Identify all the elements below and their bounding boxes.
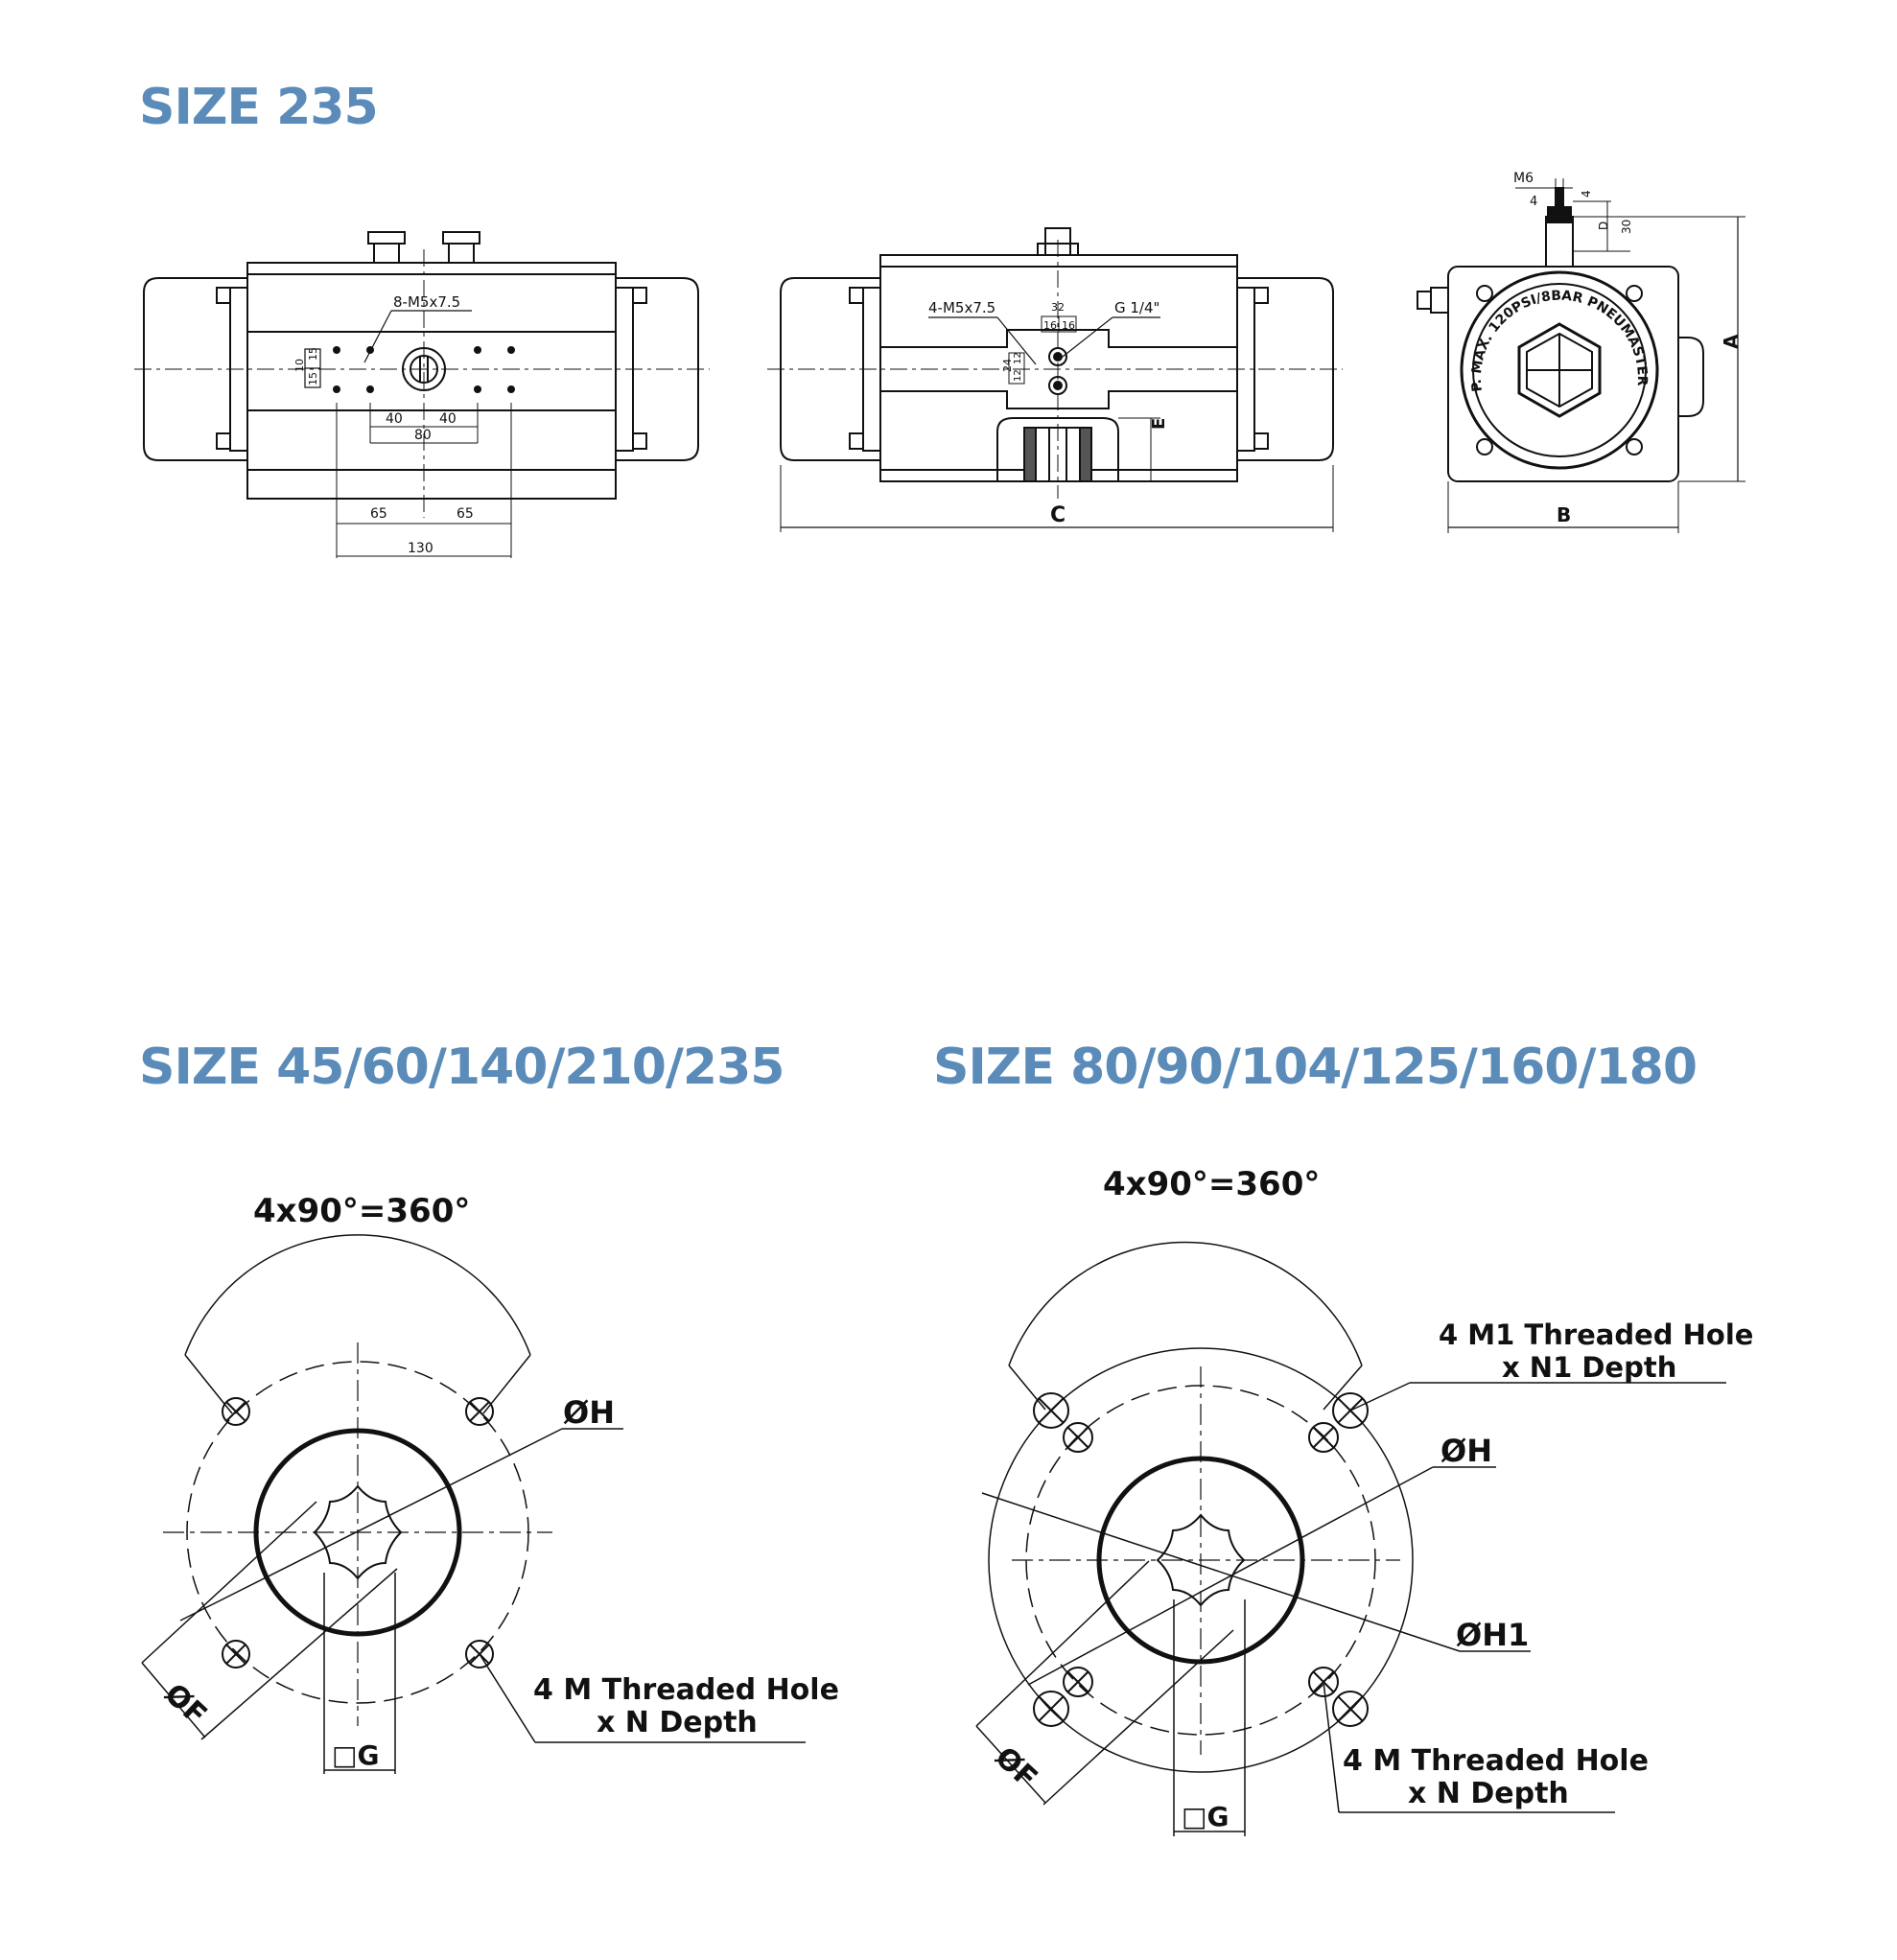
right-note-line2: x N Depth bbox=[1408, 1777, 1569, 1810]
heading-size-235: SIZE 235 bbox=[139, 79, 379, 136]
left-note-line2: x N Depth bbox=[597, 1706, 758, 1739]
dim-130: 130 bbox=[408, 541, 433, 556]
right-note-line1: 4 M Threaded Hole bbox=[1343, 1744, 1649, 1778]
left-flange-labels: 4x90°=360° ØH ØF □G 4 M Threaded Hole x … bbox=[158, 1192, 839, 1771]
left-flange bbox=[141, 1234, 806, 1774]
dim-12-bottom: 12 bbox=[1013, 369, 1023, 382]
dim-10: 10 bbox=[293, 359, 306, 372]
dim-c: C bbox=[1050, 503, 1066, 527]
left-note-line1: 4 M Threaded Hole bbox=[533, 1673, 839, 1707]
right-flange-labels: 4x90°=360° 4 M1 Threaded Hole x N1 Depth… bbox=[989, 1165, 1754, 1832]
right-note1-line2: x N1 Depth bbox=[1502, 1351, 1676, 1384]
end-view-labels: M6 4 4 D 30 A B P. MAX. 120PSI/8BAR PNEU… bbox=[1469, 171, 1743, 526]
heading-size-dual-flange: SIZE 80/90/104/125/160/180 bbox=[933, 1038, 1698, 1096]
front-view bbox=[134, 231, 710, 558]
left-angle-label: 4x90°=360° bbox=[253, 1192, 470, 1230]
left-square-g: □G bbox=[332, 1739, 379, 1771]
dim-12-top: 12 bbox=[1013, 352, 1023, 364]
left-dia-h: ØH bbox=[563, 1394, 615, 1431]
dim-65-left: 65 bbox=[370, 506, 387, 522]
right-note1-line1: 4 M1 Threaded Hole bbox=[1439, 1318, 1753, 1351]
dim-16-left: 16 bbox=[1043, 319, 1057, 332]
port-label: G 1/4" bbox=[1114, 299, 1159, 316]
heading-size-small-flange: SIZE 45/60/140/210/235 bbox=[139, 1038, 785, 1096]
right-angle-label: 4x90°=360° bbox=[1103, 1165, 1320, 1203]
dim-b: B bbox=[1557, 503, 1571, 526]
dim-d: D bbox=[1597, 222, 1610, 230]
side-holes-label: 4-M5x7.5 bbox=[928, 299, 995, 316]
dim-40-left: 40 bbox=[386, 411, 403, 427]
dim-24: 24 bbox=[1001, 359, 1014, 372]
dim-80: 80 bbox=[414, 428, 432, 443]
dim-15-bottom: 15 bbox=[307, 372, 319, 385]
dim-a: A bbox=[1720, 334, 1743, 349]
front-holes-label: 8-M5x7.5 bbox=[393, 293, 460, 311]
right-flange bbox=[975, 1241, 1726, 1836]
dim-m6: M6 bbox=[1513, 171, 1534, 186]
right-square-g: □G bbox=[1182, 1801, 1229, 1832]
dim-4-side: 4 bbox=[1580, 190, 1593, 198]
end-view bbox=[1417, 178, 1745, 533]
right-dia-h: ØH bbox=[1440, 1433, 1492, 1469]
front-view-labels: 8-M5x7.5 10 15 15 40 40 80 65 65 130 bbox=[293, 293, 474, 556]
dim-e: E bbox=[1149, 418, 1169, 430]
dim-32: 32 bbox=[1051, 301, 1065, 314]
dim-4-top: 4 bbox=[1530, 195, 1537, 209]
dim-40-right: 40 bbox=[439, 411, 457, 427]
dim-16-right: 16 bbox=[1062, 319, 1075, 332]
dim-30: 30 bbox=[1620, 220, 1633, 234]
right-dia-h1: ØH1 bbox=[1456, 1617, 1529, 1653]
left-dia-f: ØF bbox=[158, 1677, 214, 1732]
dim-65-right: 65 bbox=[457, 506, 474, 522]
side-view-labels: 4-M5x7.5 G 1/4" 32 16 16 24 12 12 E C bbox=[928, 299, 1169, 527]
mounting-holes-front bbox=[333, 346, 515, 393]
dim-15-top: 15 bbox=[307, 347, 319, 361]
side-view bbox=[767, 227, 1343, 532]
